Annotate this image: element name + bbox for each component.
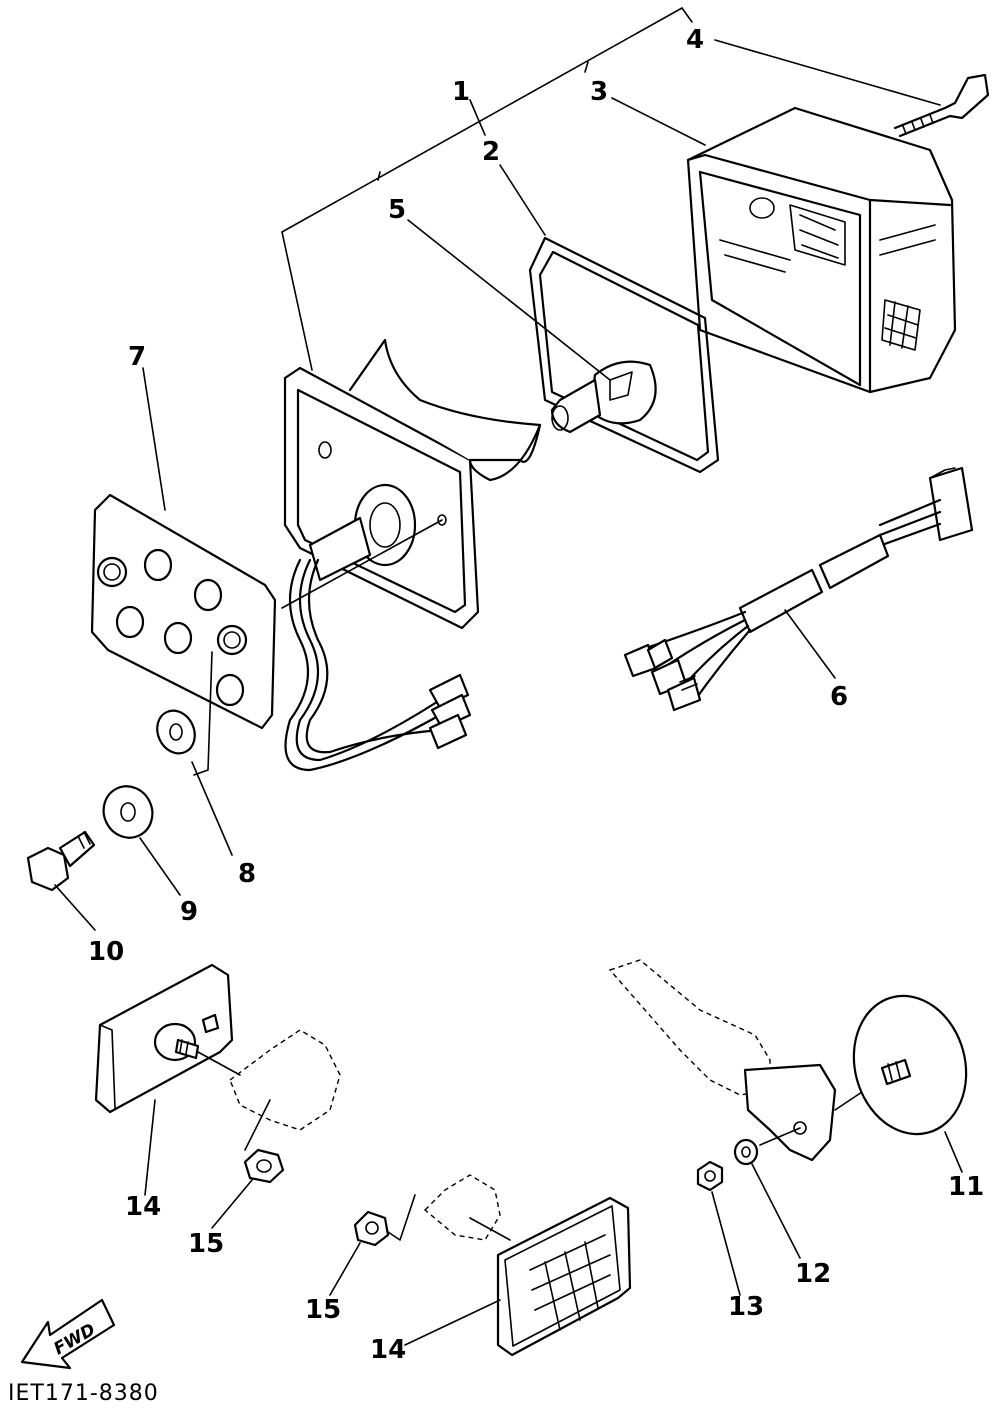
bracket-left bbox=[197, 1029, 341, 1151]
nut-center-part-15 bbox=[353, 1210, 390, 1247]
bulb-part-5 bbox=[550, 360, 657, 434]
washer-part-12 bbox=[733, 1138, 759, 1166]
nut-part-13 bbox=[696, 1160, 724, 1192]
bracket-right bbox=[608, 959, 881, 1162]
bolt-part-10 bbox=[26, 830, 96, 892]
callout-14-left: 14 bbox=[125, 1192, 161, 1222]
callout-10: 10 bbox=[88, 937, 124, 967]
base-wiring bbox=[284, 558, 472, 772]
washer-part-9 bbox=[102, 785, 154, 839]
base-plate-part-7 bbox=[90, 493, 277, 730]
callout-1: 1 bbox=[452, 77, 470, 107]
harness-part-6 bbox=[623, 466, 974, 712]
reflector-center-part-14 bbox=[496, 1196, 632, 1357]
callout-13: 13 bbox=[728, 1292, 764, 1322]
callout-6: 6 bbox=[830, 682, 848, 712]
nut-left-part-15 bbox=[243, 1148, 285, 1184]
washer-part-8 bbox=[156, 651, 213, 776]
reflector-left-part-14 bbox=[94, 963, 234, 1114]
reflector-round-part-11 bbox=[852, 994, 968, 1136]
lens-housing-part-3 bbox=[686, 106, 957, 394]
assembly-bracket-lines bbox=[281, 7, 693, 371]
callout-5: 5 bbox=[388, 195, 406, 225]
callout-14-center: 14 bbox=[370, 1335, 406, 1365]
callout-labels: 1 2 3 4 5 6 7 8 9 10 11 12 13 14 15 15 1… bbox=[88, 25, 984, 1365]
callout-3: 3 bbox=[590, 77, 608, 107]
callout-11: 11 bbox=[948, 1172, 984, 1202]
leader-lines bbox=[54, 39, 963, 1346]
figure-code: IET171-8380 bbox=[8, 1381, 159, 1406]
callout-4: 4 bbox=[686, 25, 704, 55]
callout-7: 7 bbox=[128, 342, 146, 372]
callout-15-left: 15 bbox=[188, 1229, 224, 1259]
callout-12: 12 bbox=[795, 1259, 831, 1289]
base-body-part-1 bbox=[281, 338, 542, 630]
screw-part-4 bbox=[893, 73, 990, 138]
callout-2: 2 bbox=[482, 137, 500, 167]
callout-15-center: 15 bbox=[305, 1295, 341, 1325]
callout-8: 8 bbox=[238, 859, 256, 889]
fwd-arrow-icon: FWD bbox=[20, 1298, 116, 1370]
bracket-center bbox=[384, 1174, 511, 1241]
callout-9: 9 bbox=[180, 897, 198, 927]
gasket-part-2 bbox=[528, 236, 720, 474]
